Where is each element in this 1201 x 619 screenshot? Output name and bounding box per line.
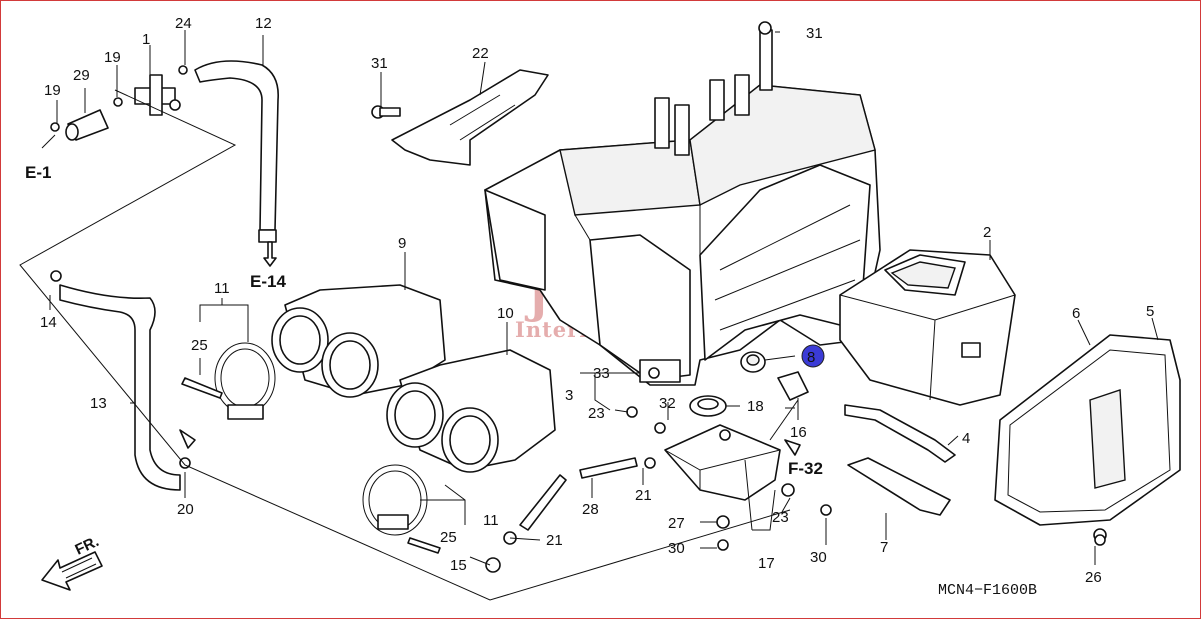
callout-25-lower[interactable]: 25 (440, 529, 457, 546)
callout-21-upper[interactable]: 21 (635, 487, 652, 504)
leader-lines (19, 30, 1159, 601)
callout-2[interactable]: 2 (983, 224, 991, 241)
callout-labels: 1 2 3 4 5 6 7 9 10 11 11 12 13 14 15 16 … (40, 15, 1154, 586)
bracket-22 (371, 69, 549, 166)
callout-14[interactable]: 14 (40, 314, 57, 331)
tube-21 (519, 474, 567, 531)
air-cleaner-housing (484, 29, 881, 386)
hose-13 (59, 284, 181, 491)
callout-8[interactable]: 8 (807, 349, 815, 366)
callout-4[interactable]: 4 (962, 430, 970, 447)
joint-1 (134, 74, 181, 116)
duct-7 (847, 457, 951, 516)
joint-8 (740, 351, 766, 373)
joint-16 (777, 371, 809, 401)
arrow-e14 (263, 241, 277, 267)
callout-28[interactable]: 28 (582, 501, 599, 518)
callout-24[interactable]: 24 (175, 15, 192, 32)
callout-31-top[interactable]: 31 (806, 25, 823, 42)
callout-6[interactable]: 6 (1072, 305, 1080, 322)
air-cleaner-cover (994, 334, 1181, 542)
callout-33[interactable]: 33 (593, 365, 610, 382)
air-filter-element (839, 249, 1016, 406)
tube-29 (65, 109, 109, 141)
arrow-f32 (784, 439, 801, 456)
tube-28 (579, 457, 638, 479)
callout-7[interactable]: 7 (880, 539, 888, 556)
callout-21-lower[interactable]: 21 (546, 532, 563, 549)
sub-tank-17 (664, 424, 781, 501)
grommet-18 (689, 395, 727, 417)
clamp-11-upper (181, 342, 276, 420)
callout-16[interactable]: 16 (790, 424, 807, 441)
callout-26[interactable]: 26 (1085, 569, 1102, 586)
hose-12 (194, 60, 279, 231)
callout-13[interactable]: 13 (90, 395, 107, 412)
callout-8-highlight[interactable] (801, 344, 825, 368)
callout-15[interactable]: 15 (450, 557, 467, 574)
callout-17[interactable]: 17 (758, 555, 775, 572)
callout-11-lower[interactable]: 11 (483, 512, 499, 529)
callout-29[interactable]: 29 (73, 67, 90, 84)
callout-10[interactable]: 10 (497, 305, 514, 322)
callout-18[interactable]: 18 (747, 398, 764, 415)
callout-31-bracket[interactable]: 31 (371, 55, 388, 72)
callout-22[interactable]: 22 (472, 45, 489, 62)
callout-12[interactable]: 12 (255, 15, 272, 32)
callout-30-right[interactable]: 30 (810, 549, 827, 566)
clamp-11-lower (362, 464, 441, 554)
callout-5[interactable]: 5 (1146, 303, 1154, 320)
ref-f32: F-32 (788, 459, 823, 478)
callout-1[interactable]: 1 (142, 31, 150, 48)
callout-23-left[interactable]: 23 (588, 405, 605, 422)
callout-25-upper[interactable]: 25 (191, 337, 208, 354)
ref-e14: E-14 (250, 272, 286, 291)
callout-32[interactable]: 32 (659, 395, 676, 412)
callout-23-right[interactable]: 23 (772, 509, 789, 526)
diagram-code: MCN4−F1600B (938, 582, 1037, 599)
callout-3[interactable]: 3 (565, 387, 573, 404)
callout-19-left[interactable]: 19 (44, 82, 61, 99)
front-direction-arrow (41, 551, 103, 591)
callout-9[interactable]: 9 (398, 235, 406, 252)
stay-4 (844, 404, 956, 463)
callout-19-right[interactable]: 19 (104, 49, 121, 66)
intake-tube-10 (386, 349, 556, 473)
callout-20[interactable]: 20 (177, 501, 194, 518)
callout-11-upper[interactable]: 11 (214, 280, 230, 297)
ref-e1: E-1 (25, 163, 51, 182)
callout-27[interactable]: 27 (668, 515, 685, 532)
callout-30-left[interactable]: 30 (668, 540, 685, 557)
intake-tube-9 (271, 284, 446, 398)
arrow-e1 (41, 134, 56, 149)
